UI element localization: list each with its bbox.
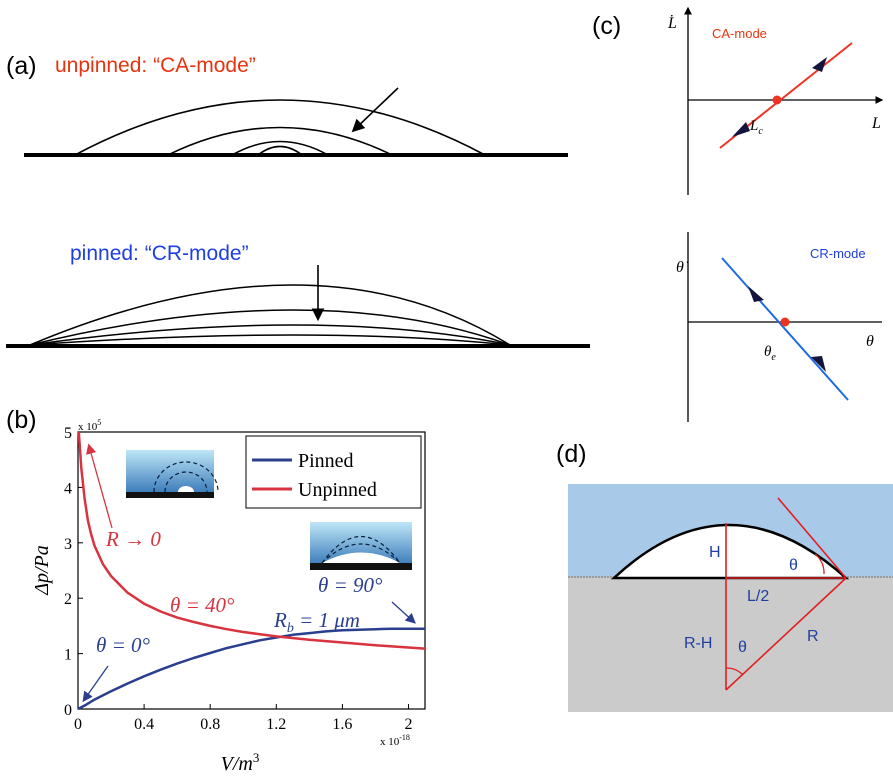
half-base-label: L/2 [747, 588, 769, 605]
contact-angle-arc [814, 553, 825, 575]
height-label: H [709, 544, 721, 561]
series-line-pinned [77, 627, 425, 711]
bottom-fixed-point-label: θe [764, 344, 776, 363]
radius-label: R [807, 628, 819, 645]
bottom-y-axis-label: θ̇ [676, 259, 689, 276]
x-tick-label: 0 [74, 716, 82, 733]
x-axis-ticks: 0 0.4 0.8 1.2 1.6 2 [74, 704, 412, 733]
radius-line [725, 577, 847, 691]
x-tick-label: 0.4 [134, 716, 154, 733]
inset-pinned-droplet [322, 552, 400, 563]
x-axis-label: V/m3 [221, 750, 260, 775]
droplet-medium-unpinned [167, 126, 393, 156]
droplet-tiny-unpinned [257, 145, 303, 156]
droplet-cap [610, 523, 850, 580]
y-tick-label: 5 [64, 425, 72, 442]
legend-label-unpinned: Unpinned [298, 479, 377, 501]
unpinned-mode-label: unpinned: “CA-mode” [55, 54, 256, 77]
droplet-small-unpinned [231, 140, 329, 156]
inset-unpinned-substrate [126, 492, 214, 498]
y-tick-label: 2 [64, 591, 72, 608]
theta-0-arrow [82, 665, 109, 703]
ca-mode-arrow-up [812, 57, 827, 72]
panel-c: (c) L̇ L CA-mode Lc θ̇ θ CR-mode θe [592, 6, 884, 422]
x-tick-label: 2 [404, 716, 412, 733]
droplet-tiny-pinned [29, 334, 511, 346]
panel-b-label: (b) [6, 406, 37, 434]
r-minus-h-label: R-H [684, 635, 712, 652]
y-tick-label: 3 [64, 536, 72, 553]
theta-40-annotation: θ = 40° [170, 593, 235, 617]
panel-a: (a) unpinned: “CA-mode” pinned: “CR-mode… [6, 52, 590, 348]
panel-d-label: (d) [556, 440, 587, 468]
center-angle-arc [725, 667, 743, 675]
panel-d: (d) H θ L/2 R-H θ R [556, 440, 893, 712]
theta-0-annotation: θ = 0° [96, 633, 150, 657]
inset-pinned-dashed-1 [321, 536, 401, 564]
inset-pinned-dashed-2 [321, 543, 401, 564]
top-x-axis-label: L [871, 115, 881, 132]
ca-mode-arrow-down [732, 122, 750, 137]
inset-unpinned-droplet [178, 486, 194, 492]
shrink-arrow-unpinned [351, 87, 399, 133]
panel-a-label: (a) [6, 52, 37, 80]
theta-90-arrow [391, 601, 416, 624]
x-tick-label: 0.8 [200, 716, 220, 733]
y-tick-label: 0 [64, 702, 72, 719]
cr-mode-arrow-right [811, 356, 826, 372]
r-to-zero-annotation: R → 0 [105, 527, 161, 551]
inset-unpinned-dashed-1 [153, 461, 219, 493]
x-multiplier: x 10-18 [380, 733, 410, 748]
panel-c-label: (c) [592, 12, 621, 40]
ca-mode-label: CA-mode [712, 26, 767, 41]
legend: Pinned Unpinned [245, 435, 422, 509]
rb-annotation: Rb = 1 μm [273, 608, 360, 636]
inset-unpinned-background [126, 450, 214, 498]
droplet-medium-pinned [29, 309, 511, 346]
y-tick-label: 4 [64, 480, 72, 497]
bottom-x-axis-label: θ [866, 333, 874, 350]
series-line-unpinned [77, 431, 426, 650]
chart-series [77, 431, 426, 711]
inset-unpinned [126, 450, 219, 498]
inset-pinned [310, 522, 412, 570]
legend-label-pinned: Pinned [298, 450, 354, 472]
center-angle-label: θ [738, 639, 747, 656]
ca-mode-fixed-point [772, 95, 782, 105]
substrate-region [568, 577, 893, 712]
legend-box [245, 435, 422, 509]
tangent-line [777, 497, 847, 579]
inset-pinned-substrate [310, 563, 412, 570]
pinned-mode-label: pinned: “CR-mode” [70, 242, 249, 265]
top-y-axis-label: L̇ [667, 15, 677, 32]
cr-mode-arrow-left [748, 286, 764, 302]
droplet-small-pinned [29, 324, 511, 346]
r-to-zero-arrow [86, 443, 113, 529]
y-axis-label: Δp/Pa [31, 545, 53, 596]
theta-90-annotation: θ = 90° [318, 573, 383, 597]
top-fixed-point-label: Lc [749, 118, 763, 137]
y-tick-label: 1 [64, 647, 72, 664]
droplet-large-unpinned [74, 99, 486, 156]
x-tick-label: 1.6 [332, 716, 352, 733]
droplet-large-pinned [29, 284, 511, 346]
cr-mode-line [721, 257, 849, 401]
y-multiplier: x 105 [78, 418, 101, 433]
x-tick-label: 1.2 [266, 716, 286, 733]
cr-mode-label: CR-mode [810, 246, 866, 261]
cr-mode-fixed-point [780, 317, 790, 327]
contact-angle-label: θ [789, 557, 798, 574]
inset-unpinned-dashed-2 [164, 471, 208, 493]
